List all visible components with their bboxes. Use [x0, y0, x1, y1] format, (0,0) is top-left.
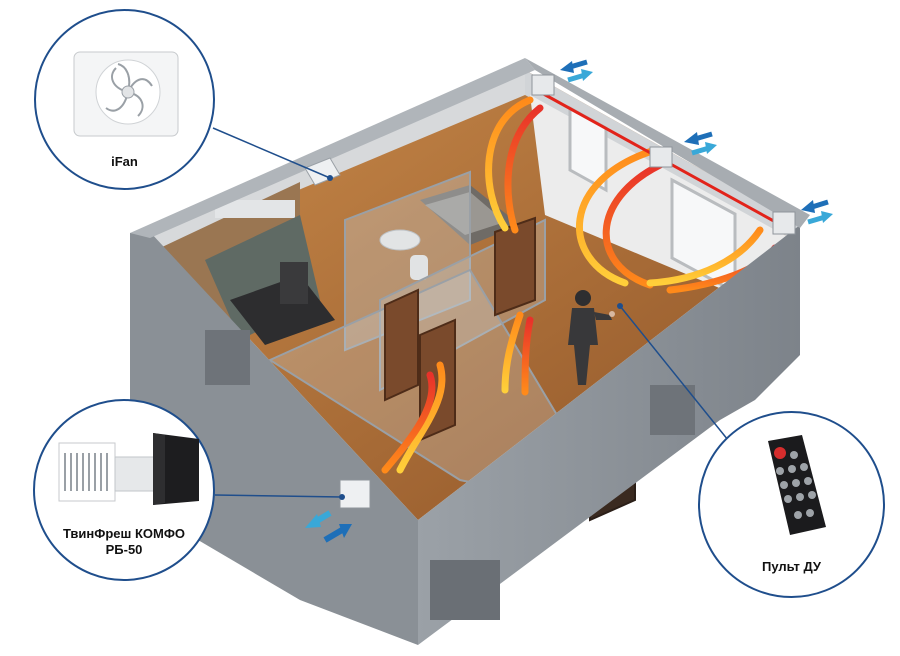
front-wall-left [130, 232, 418, 645]
callout-remote-label: Пульт ДУ [700, 559, 883, 575]
callout-ifan: iFan [34, 9, 215, 190]
wall-ventilator-icon [58, 433, 199, 505]
person-figure [568, 290, 615, 385]
callout-remote: Пульт ДУ [698, 411, 885, 598]
ifan-label: iFan [111, 154, 138, 169]
callout-leader-lines [212, 127, 729, 498]
remote-label: Пульт ДУ [762, 559, 821, 574]
kitchen-duct [215, 200, 295, 218]
exhaust-fan-icon [73, 51, 179, 137]
callout-dot-twinfresh [339, 494, 345, 500]
bathroom-sink [379, 229, 421, 251]
bathroom-toilet [410, 255, 428, 280]
wall-top-edge-left [130, 58, 535, 238]
callout-twinfresh: ТвинФреш КОМФО РБ-50 [33, 399, 215, 581]
ventilator-unit-1 [531, 59, 593, 96]
front-wall-right [418, 225, 800, 645]
glass-partition-bath [344, 170, 471, 352]
oven [280, 262, 308, 304]
twinfresh-label-line1: ТвинФреш КОМФО [62, 526, 186, 541]
front-wall-window-lower [430, 560, 500, 620]
callout-ifan-label: iFan [36, 154, 213, 170]
twinfresh-label-line2: РБ-50 [105, 542, 143, 557]
door-bedroom [494, 216, 536, 317]
bed-sheet [425, 192, 505, 235]
callout-dot-ifan [327, 175, 333, 181]
callout-dot-remote [617, 303, 623, 309]
callout-twinfresh-label: ТвинФреш КОМФО РБ-50 [35, 526, 213, 558]
kitchen-counter [230, 275, 335, 345]
front-wall-window-left [205, 330, 250, 385]
ventilator-unit-3 [772, 199, 833, 235]
ventilator-unit-2 [649, 131, 717, 168]
wall-top-edge-right [525, 58, 810, 228]
door-hall-left [384, 288, 419, 402]
front-wall-window-right [650, 385, 695, 435]
ventilator-unit-front [305, 479, 371, 543]
remote-control-icon [768, 435, 826, 535]
